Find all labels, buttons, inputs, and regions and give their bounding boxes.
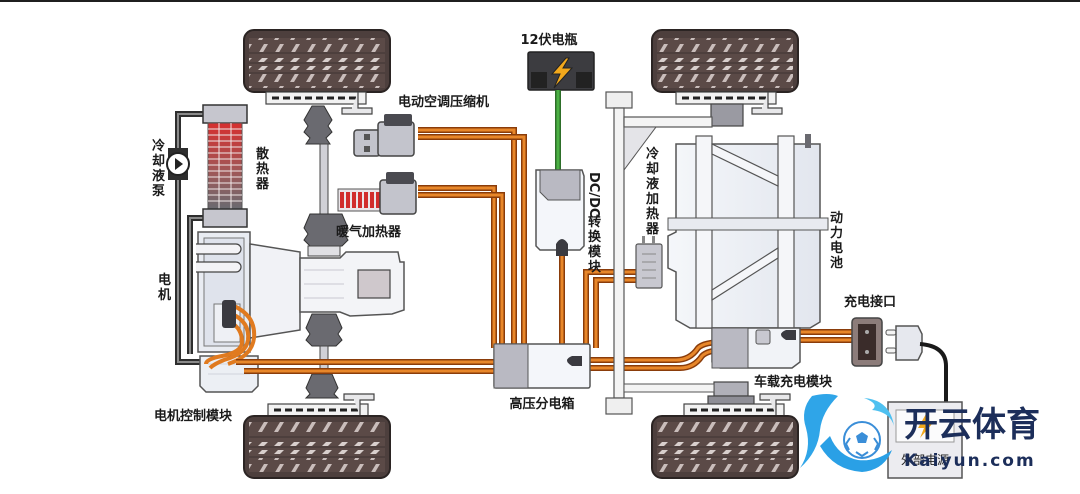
label-motor-char: 电 [158,272,171,288]
label-hv-distribution-box: 高压分电箱 [509,396,574,412]
dcdc-converter [535,169,585,256]
label-dcdc-char: 模 [588,244,602,260]
external-power-label: 外部电源 [901,452,949,467]
rear-axle-shaft [304,313,343,399]
label-power-battery-char: 力 [830,225,843,241]
charge-plug [885,325,948,402]
watermark-brand-cn: 开云体育 [904,405,1040,445]
label-motor: 电 机 [158,272,171,303]
lightning-icon [550,57,574,89]
hv-distribution-box [493,343,591,389]
label-power-battery-char: 电 [830,240,843,256]
electric-motor [196,231,301,353]
label-coolant-heater-char: 热 [646,206,659,222]
label-coolant-pump-char: 却 [152,153,165,169]
label-coolant-heater-char: 却 [646,161,659,177]
external-power-source: 外部电源 [887,401,963,479]
tire-rear-right [651,381,799,479]
charge-port [851,317,883,367]
pump-arrow-icon [175,158,183,170]
gearbox [299,251,405,317]
label-power-battery-char: 池 [830,255,843,271]
watermark-brand-en: Kaiyun.com [904,451,1036,471]
label-dcdc-char: 块 [588,259,602,275]
ac-compressor [353,114,415,157]
label-coolant-heater-char: 器 [645,222,660,237]
label-radiator-char: 热 [256,161,269,177]
label-dcdc-converter: DC/DC 转 换 模 块 [586,172,602,275]
watermark: 开云体育 Kaiyun.com [800,394,1040,472]
watermark-logo-icon [800,394,894,472]
label-battery-12v: 12伏电瓶 [520,32,577,48]
label-ac-compressor: 电动空调压缩机 [398,94,489,110]
label-motor-char: 机 [158,287,171,303]
tire-front-left [243,29,391,115]
hv-cables [236,127,852,374]
label-coolant-heater-char: 液 [646,176,659,192]
coolant-heater [635,236,663,289]
label-coolant-pump-char: 冷 [152,138,165,154]
label-radiator: 散 热 器 [255,146,270,192]
label-coolant-pump-char: 液 [152,168,165,184]
label-coolant-heater: 冷 却 液 加 热 器 [645,146,660,237]
label-power-battery-char: 动 [830,211,843,226]
label-coolant-pump-char: 泵 [152,184,165,199]
battery-12v [527,51,595,172]
top-border [0,0,1080,2]
label-motor-controller: 电机控制模块 [154,408,233,424]
coolant-pipes [175,111,206,365]
coolant-pump [166,148,190,180]
motor-phase-cables [204,300,257,370]
label-charge-port: 充电接口 [844,294,896,310]
label-dcdc-char: 换 [588,229,602,245]
label-coolant-heater-char: 冷 [646,146,659,162]
front-axle-shaft [303,105,349,257]
onboard-charger [711,327,801,369]
label-dcdc-prefix: DC/DC [586,172,601,217]
vehicle-frame [605,91,715,415]
label-onboard-charger: 车载充电模块 [754,374,833,390]
tire-front-right [651,29,799,127]
label-coolant-pump: 冷 却 液 泵 [152,138,165,199]
label-dcdc-char: 转 [588,214,601,230]
tire-rear-left [243,393,391,479]
radiator [202,104,248,228]
label-power-battery: 动 力 电 池 [830,211,843,271]
label-radiator-char: 散 [256,146,270,162]
label-heater: 暖气加热器 [336,224,402,240]
label-coolant-heater-char: 加 [645,192,659,207]
cabin-heater [337,172,417,215]
power-battery [667,134,829,329]
label-radiator-char: 器 [255,177,270,192]
